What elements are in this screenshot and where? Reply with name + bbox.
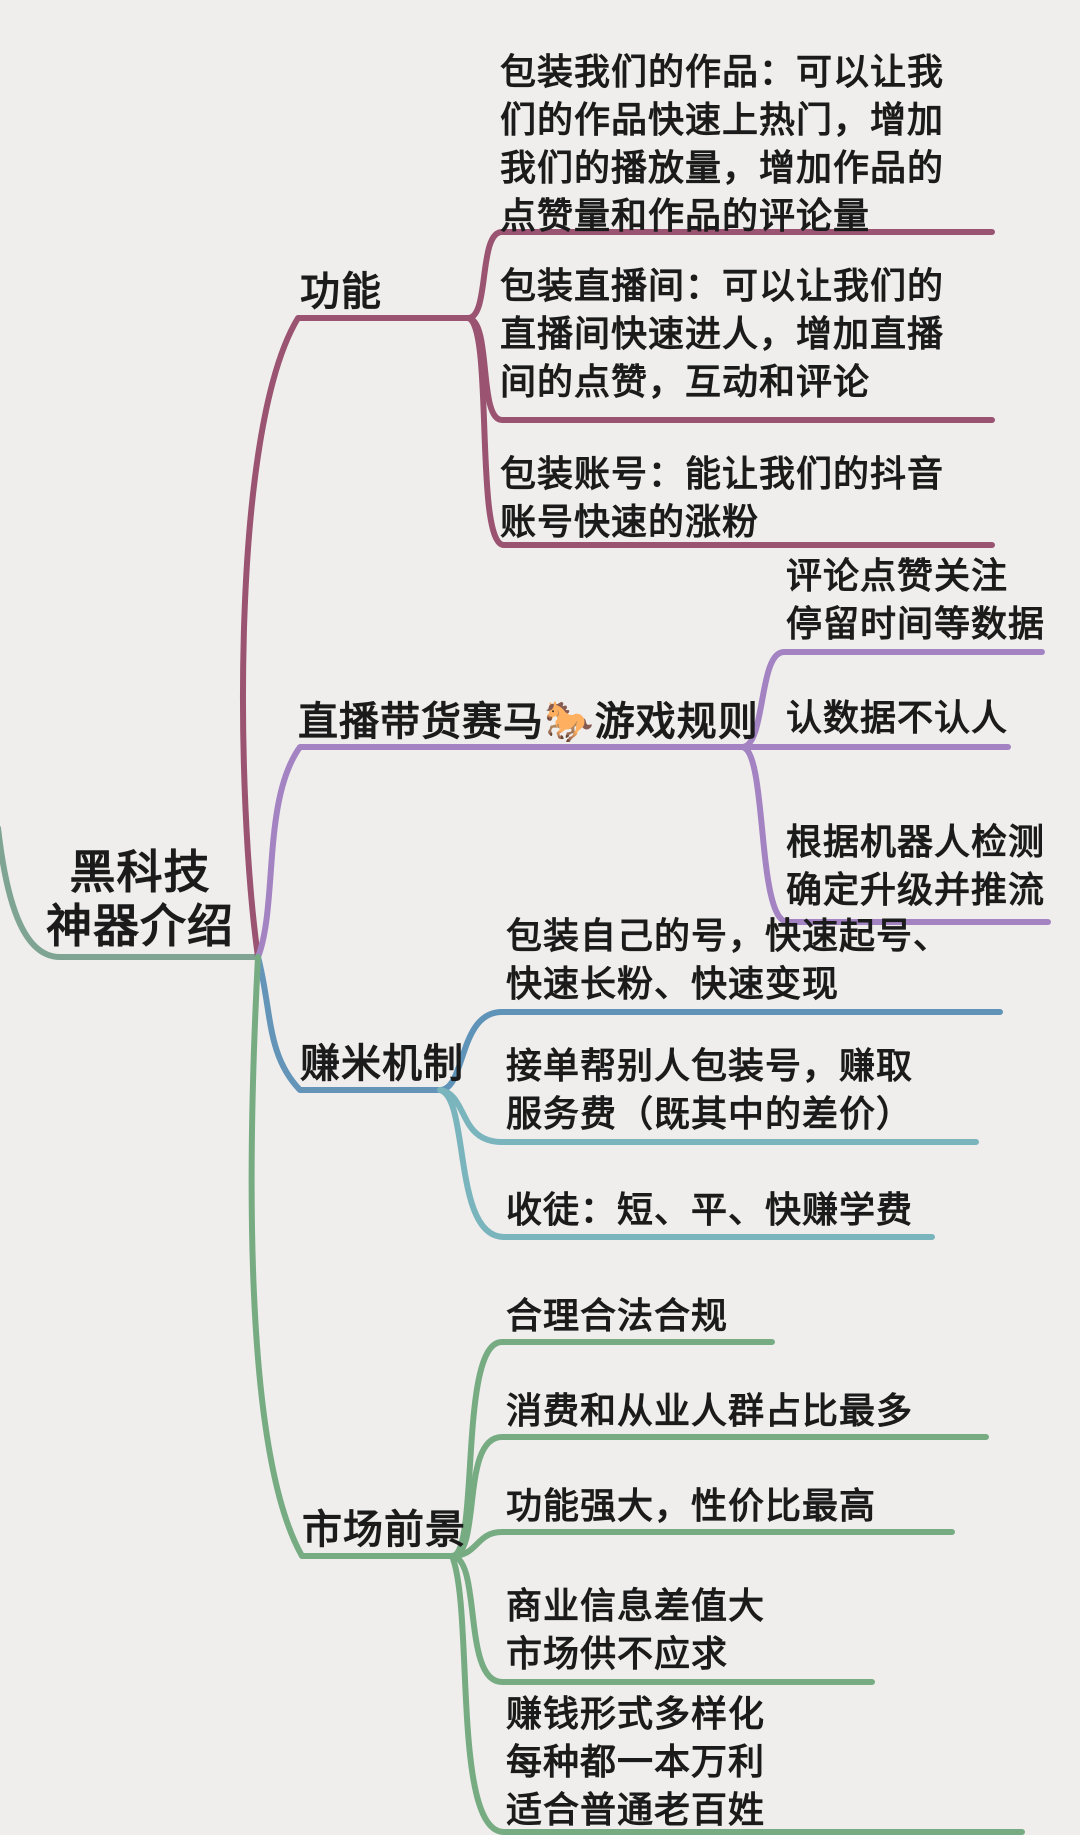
leaf-text-line: 直播间快速进人，增加直播 <box>500 313 945 354</box>
branch3-leaf1: 包装自己的号，快速起号、 快速长粉、快速变现 <box>506 912 950 1008</box>
leaf-text-line: 每种都一本万利 <box>506 1741 766 1782</box>
leaf-text-line: 包装账号：能让我们的抖音 <box>500 453 945 494</box>
leaf-text-line: 适合普通老百姓 <box>506 1789 766 1830</box>
branch3-leaf3: 收徒：短、平、快赚学费 <box>506 1186 913 1234</box>
branch2-trunk-line <box>255 744 745 960</box>
leaf-text-line: 我们的播放量，增加作品的 <box>500 147 945 188</box>
branch2-leaf2: 认数据不认人 <box>786 694 1008 742</box>
branch4-leaf2-line <box>449 1434 989 1559</box>
leaf-text-line: 收徒：短、平、快赚学费 <box>506 1189 914 1230</box>
leaf-text-line: 包装自己的号，快速起号、 <box>506 915 951 956</box>
branch1-leaf3-line <box>465 315 995 548</box>
branch1-leaf1-line <box>465 229 995 321</box>
root-title-line2: 神器介绍 <box>46 900 234 952</box>
leaf-text-line: 包装我们的作品：可以让我 <box>500 51 945 92</box>
branch4-label: 市场前景 <box>302 1508 466 1552</box>
root-title-line1: 黑科技 <box>69 846 211 898</box>
leaf-text-line: 服务费（既其中的差价） <box>506 1093 914 1134</box>
branch1-leaf3: 包装账号：能让我们的抖音 账号快速的涨粉 <box>500 450 944 546</box>
leaf-text-line: 认数据不认人 <box>786 697 1009 738</box>
leaf-text-line: 间的点赞，互动和评论 <box>500 361 871 402</box>
leaf-text-line: 商业信息差值大 <box>506 1585 766 1626</box>
leaf-text-line: 点赞量和作品的评论量 <box>500 195 871 236</box>
branch2-leaf3: 根据机器人检测 确定升级并推流 <box>786 818 1045 914</box>
leaf-text-line: 确定升级并推流 <box>786 869 1046 910</box>
root-underline <box>0 825 261 960</box>
branch3-label: 赚米机制 <box>300 1042 464 1086</box>
branch4-leaf3: 功能强大，性价比最高 <box>506 1482 876 1530</box>
branch3-leaf3-line <box>437 1087 935 1240</box>
leaf-text-line: 功能强大，性价比最高 <box>506 1485 877 1526</box>
leaf-text-line: 合理合法合规 <box>506 1295 729 1336</box>
branch4-leaf2: 消费和从业人群占比最多 <box>506 1387 913 1435</box>
leaf-text-line: 消费和从业人群占比最多 <box>506 1390 914 1431</box>
branch4-leaf1: 合理合法合规 <box>506 1292 728 1340</box>
leaf-text-line: 账号快速的涨粉 <box>500 501 760 542</box>
leaf-text-line: 市场供不应求 <box>506 1633 729 1674</box>
branch2-label: 直播带货赛马🐎游戏规则 <box>298 700 759 744</box>
leaf-text-line: 停留时间等数据 <box>786 603 1046 644</box>
branch4-trunk-line <box>248 954 455 1559</box>
branch3-leaf2: 接单帮别人包装号，赚取 服务费（既其中的差价） <box>506 1042 913 1138</box>
leaf-text-line: 接单帮别人包装号，赚取 <box>506 1045 914 1086</box>
branch2-leaf1: 评论点赞关注 停留时间等数据 <box>786 552 1045 648</box>
branch2-leaf3-line <box>739 744 1051 925</box>
leaf-text-line: 根据机器人检测 <box>786 821 1046 862</box>
branch1-trunk-line <box>240 315 471 960</box>
branch1-leaf2: 包装直播间：可以让我们的 直播间快速进人，增加直播 间的点赞，互动和评论 <box>500 262 944 406</box>
branch1-leaf1: 包装我们的作品：可以让我 们的作品快速上热门，增加 我们的播放量，增加作品的 点… <box>500 48 944 240</box>
leaf-text-line: 包装直播间：可以让我们的 <box>500 265 945 306</box>
leaf-text-line: 们的作品快速上热门，增加 <box>500 99 945 140</box>
leaf-text-line: 赚钱形式多样化 <box>506 1693 766 1734</box>
branch2-leaf1-line <box>739 649 1045 750</box>
branch4-leaf4: 商业信息差值大 市场供不应求 <box>506 1582 765 1678</box>
branch1-label: 功能 <box>300 270 382 314</box>
root-node: 黑科技 神器介绍 <box>18 845 262 953</box>
leaf-text-line: 快速长粉、快速变现 <box>506 963 840 1004</box>
branch4-leaf3-line <box>449 1529 955 1559</box>
leaf-text-line: 评论点赞关注 <box>786 555 1009 596</box>
branch4-leaf4-line <box>449 1553 875 1685</box>
branch3-trunk-line <box>255 954 443 1093</box>
branch4-leaf5: 赚钱形式多样化 每种都一本万利 适合普通老百姓 <box>506 1690 765 1834</box>
branch4-leaf5-line <box>449 1553 1025 1835</box>
branch3-leaf1-line <box>437 1009 1003 1093</box>
branch4-leaf1-line <box>449 1339 775 1559</box>
